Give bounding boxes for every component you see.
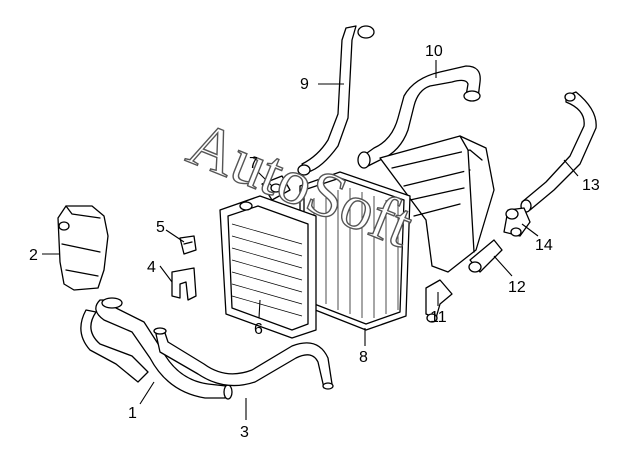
- fan-shroud[interactable]: [379, 135, 495, 273]
- callout-10: 10: [425, 43, 443, 60]
- callout-13: 13: [582, 177, 600, 194]
- part-13-hose[interactable]: [520, 91, 597, 213]
- radiator-8-fins: [313, 188, 399, 318]
- callout-6: 6: [254, 321, 263, 338]
- part-1-lower-hose[interactable]: [80, 297, 233, 400]
- part-7-connector[interactable]: [261, 175, 291, 201]
- part-11-elbow[interactable]: [425, 279, 453, 323]
- part-14-tee[interactable]: [503, 207, 531, 237]
- part-9-upper-hose[interactable]: [297, 25, 375, 176]
- callout-7: 7: [249, 155, 258, 172]
- callout-1: 1: [128, 405, 137, 422]
- callout-3: 3: [240, 424, 249, 441]
- callout-4: 4: [147, 259, 156, 276]
- callout-9: 9: [300, 76, 309, 93]
- part-10-upper-hose[interactable]: [357, 65, 481, 169]
- callout-11: 11: [430, 309, 447, 326]
- leader-lines: [42, 60, 579, 420]
- part-6-radiator[interactable]: [219, 195, 317, 339]
- callout-2: 2: [29, 247, 38, 264]
- radiator-6-fins: [231, 223, 303, 317]
- part-12-hose[interactable]: [468, 239, 503, 273]
- part-2-expansion-tank[interactable]: [57, 205, 109, 291]
- callout-14: 14: [535, 237, 553, 254]
- part-8-radiator[interactable]: [299, 171, 411, 331]
- part-5-clip[interactable]: [179, 235, 197, 255]
- callout-5: 5: [156, 219, 165, 236]
- part-4-bracket[interactable]: [171, 267, 197, 301]
- callout-8: 8: [359, 349, 368, 366]
- part-3-lower-hose[interactable]: [153, 327, 334, 390]
- callout-labels: 1 2 3 4 5 6 7 8 9 10 11 12 13 14: [29, 43, 600, 441]
- callout-12: 12: [508, 279, 526, 296]
